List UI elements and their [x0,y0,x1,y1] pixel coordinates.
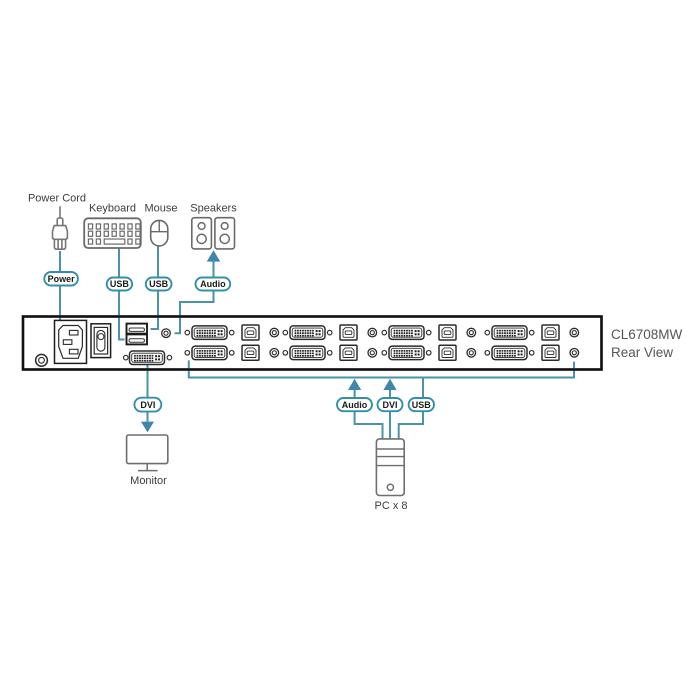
svg-text:Audio: Audio [200,279,226,289]
svg-text:CL6708MW: CL6708MW [611,327,683,342]
svg-text:Power: Power [48,274,76,284]
svg-text:Speakers: Speakers [190,202,237,214]
svg-text:Mouse: Mouse [144,202,177,214]
svg-text:DVI: DVI [382,400,397,410]
svg-text:USB: USB [412,400,432,410]
svg-text:Keyboard: Keyboard [89,202,136,214]
svg-text:USB: USB [149,279,169,289]
svg-text:DVI: DVI [140,400,155,410]
svg-text:Monitor: Monitor [130,475,167,487]
svg-text:PC x 8: PC x 8 [374,500,407,512]
svg-text:Rear View: Rear View [611,345,673,360]
svg-text:USB: USB [110,279,130,289]
svg-text:Audio: Audio [342,400,368,410]
svg-text:Power Cord: Power Cord [28,193,86,205]
